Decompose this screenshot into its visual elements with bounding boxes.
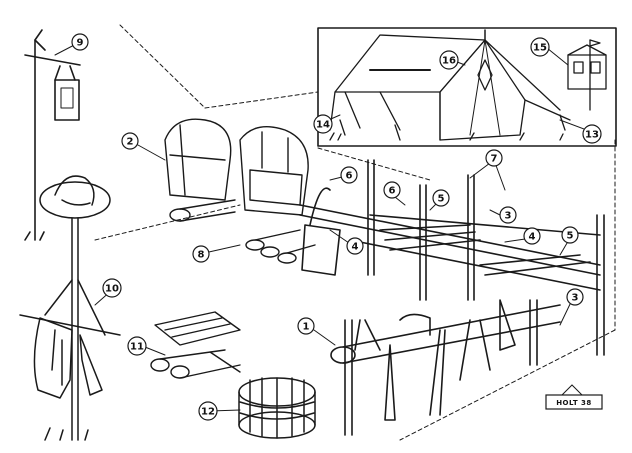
sign-post bbox=[24, 29, 81, 241]
svg-text:12: 12 bbox=[201, 407, 215, 418]
callout-5b: 5 bbox=[561, 226, 579, 244]
svg-text:9: 9 bbox=[77, 38, 84, 49]
callout-10: 10 bbox=[102, 278, 122, 298]
svg-text:2: 2 bbox=[127, 137, 134, 148]
svg-text:6: 6 bbox=[346, 171, 353, 182]
svg-text:8: 8 bbox=[198, 250, 205, 261]
svg-text:11: 11 bbox=[130, 342, 144, 353]
log-rack bbox=[169, 199, 316, 264]
callout-8: 8 bbox=[192, 245, 210, 263]
svg-text:13: 13 bbox=[585, 130, 599, 141]
callout-1: 1 bbox=[297, 317, 315, 335]
callout-6b: 6 bbox=[383, 181, 401, 199]
stick-bundles bbox=[150, 311, 241, 379]
signature-text: HOLT 38 bbox=[556, 399, 592, 407]
callout-3a: 3 bbox=[566, 288, 584, 306]
svg-text:3: 3 bbox=[505, 211, 512, 222]
callout-6a: 6 bbox=[340, 166, 358, 184]
camp-rack bbox=[299, 159, 605, 436]
callouts: 1 2 3 3 4 4 5 5 6 6 7 8 9 10 11 12 13 14… bbox=[71, 33, 602, 421]
callout-2: 2 bbox=[121, 132, 139, 150]
callout-16: 16 bbox=[439, 50, 459, 70]
svg-text:14: 14 bbox=[316, 120, 330, 131]
callout-11: 11 bbox=[127, 336, 147, 356]
svg-text:7: 7 bbox=[491, 154, 498, 165]
svg-text:5: 5 bbox=[567, 231, 574, 242]
woven-basket bbox=[238, 377, 316, 439]
svg-text:16: 16 bbox=[442, 56, 456, 67]
callout-13: 13 bbox=[582, 124, 602, 144]
callout-9: 9 bbox=[71, 33, 89, 51]
artist-signature: HOLT 38 bbox=[545, 384, 603, 410]
callout-14: 14 bbox=[313, 114, 333, 134]
svg-text:4: 4 bbox=[529, 232, 536, 243]
tent-inset bbox=[317, 27, 617, 147]
callout-5a: 5 bbox=[432, 189, 450, 207]
callout-3b: 3 bbox=[499, 206, 517, 224]
hat-and-coat-stand bbox=[19, 175, 121, 441]
backpacks bbox=[164, 118, 309, 216]
svg-text:10: 10 bbox=[105, 284, 119, 295]
svg-text:3: 3 bbox=[572, 293, 579, 304]
callout-4a: 4 bbox=[346, 237, 364, 255]
svg-text:4: 4 bbox=[352, 242, 359, 253]
leader-lines bbox=[54, 41, 593, 412]
callout-12: 12 bbox=[198, 401, 218, 421]
svg-text:15: 15 bbox=[533, 43, 547, 54]
svg-text:1: 1 bbox=[303, 322, 310, 333]
callout-7: 7 bbox=[485, 149, 503, 167]
svg-text:5: 5 bbox=[438, 194, 445, 205]
callout-4b: 4 bbox=[523, 227, 541, 245]
svg-text:6: 6 bbox=[389, 186, 396, 197]
callout-15: 15 bbox=[530, 37, 550, 57]
